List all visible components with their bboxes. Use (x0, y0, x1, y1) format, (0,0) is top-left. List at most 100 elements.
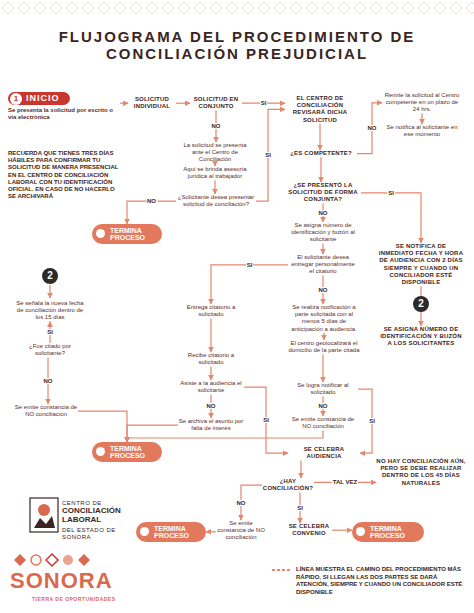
process-step: Se emite constancia de NO conciliación (288, 416, 358, 430)
heading-step: ¿SE PRESENTÓ LA SOLICITUD DE FORMA CONJU… (285, 182, 361, 204)
flow-connector (127, 430, 323, 442)
step-text: SE NOTIFICA DE INMEDIATO FECHA Y HORA DE… (378, 243, 464, 286)
edge-label: NO (318, 287, 329, 293)
process-step: Asiste a la audiencia el solicitante (178, 380, 244, 394)
process-step: ¿Solicitante desea presentar solicitud d… (176, 194, 256, 208)
flow-connector (319, 124, 320, 150)
flow-connector (320, 157, 321, 182)
process-step: Se archiva el asunto por falta de interé… (178, 418, 244, 432)
step-text: ¿Fue citado por solicitante? (18, 343, 82, 357)
callout-line (49, 285, 50, 298)
step-text: ¿HAY CONCILIACIÓN? (262, 478, 314, 492)
heading-step: NO HAY CONCILIACIÓN AÚN, PERO SE DEBE RE… (376, 458, 466, 487)
note-text: RECUERDA QUE TIENES TRES DÍAS HÁBILES PA… (8, 150, 120, 200)
edge-label: SI (296, 505, 304, 511)
flow-connector (176, 103, 190, 104)
heading-step: SE NOTIFICA DE INMEDIATO FECHA Y HORA DE… (378, 243, 464, 286)
flow-connector (214, 180, 215, 194)
step-text: Recibe citatorio a solicitado (178, 352, 244, 366)
process-step: Se asigna número de identificación y buz… (288, 222, 358, 244)
step-text: Se señala la nueva fecha de conciliación… (16, 300, 84, 322)
step-text: Se logra notificar al solicitado (288, 382, 358, 396)
edge-label: NO (211, 123, 222, 129)
process-step: ¿Fue citado por solicitante? (18, 343, 82, 357)
step-text: Entrega citatorio a solicitado (178, 304, 244, 318)
logo-text: CONCILIACIÓN LABORAL (62, 507, 132, 525)
heading-step: SOLICITUD EN CONJUNTO (190, 96, 242, 110)
heading-step: SE ASIGNA NÚMERO DE IDENTIFICACIÓN Y BUZ… (378, 326, 464, 348)
legend-entry: LÍNEA MUESTRA EL CAMINO DEL PROCEDIMIENT… (296, 566, 464, 596)
step-text: Se notifica al solicitante en ese moment… (382, 124, 462, 138)
flow-connector (127, 425, 178, 442)
step-text: Se realiza notificación a parte solicita… (286, 304, 362, 333)
legend-text: LÍNEA MUESTRA EL CAMINO DEL PROCEDIMIENT… (296, 566, 462, 595)
edge-label: SI (262, 417, 270, 423)
step-text: TERMINA PROCESO (110, 227, 156, 241)
step-text: SE ASIGNA NÚMERO DE IDENTIFICACIÓN Y BUZ… (378, 326, 464, 348)
process-step: Se notifica al solicitante en ese moment… (382, 124, 462, 138)
logo-text: CENTRO DE (62, 500, 132, 507)
step-text: SOLICITUD EN CONJUNTO (190, 96, 242, 110)
callout-number: 1 (10, 93, 22, 105)
step-text: El centro geolocalizará el domicilio de … (288, 340, 360, 354)
flow-connector (256, 109, 285, 201)
heading-step: SE CELEBRA AUDIENCIA (288, 446, 360, 460)
callout-number: 2 (413, 296, 429, 312)
end-pill: TERMINA PROCESO (92, 442, 162, 462)
step-text: ¿ES COMPETENTE? (285, 150, 357, 157)
edge-label: NO (206, 403, 217, 409)
step-body: Se presenta la solicitud por escrito o v… (8, 107, 120, 121)
flow-connector (357, 103, 382, 154)
step-text: Se asigna número de identificación y buz… (288, 222, 358, 244)
edge-label: SI (46, 329, 54, 335)
flow-connector (244, 387, 288, 453)
heading-step: SOLICITUD INDIVIDUAL (128, 96, 176, 110)
edge-label: SI (368, 418, 376, 424)
edge-label: NO (43, 378, 54, 384)
heading-step: ¿ES COMPETENTE? (285, 150, 357, 157)
logo-text: DEL ESTADO DE SONORA (62, 527, 142, 540)
sonora-icons (14, 554, 90, 566)
step-text: EL CENTRO DE CONCILIACIÓN REVISARÁ DICHA… (285, 95, 355, 124)
edge-label: NO (146, 198, 157, 204)
process-step: El centro geolocalizará el domicilio de … (288, 340, 360, 354)
process-step: Se señala la nueva fecha de conciliación… (16, 300, 84, 322)
callout-number: 2 (42, 268, 58, 284)
process-step: Entrega citatorio a solicitado (178, 304, 244, 318)
process-step: Se emite constancia de NO conciliación (14, 404, 78, 418)
edge-label: TAL VEZ (332, 479, 358, 485)
process-step: Aquí se brinda asesoría jurídica al trab… (178, 166, 252, 180)
process-step: El solicitante desea entregar personalme… (288, 254, 358, 276)
end-pill: TERMINA PROCESO (136, 522, 206, 542)
logo-emblem (30, 498, 58, 532)
legend-line-sample (272, 569, 290, 571)
step-text: Aquí se brinda asesoría jurídica al trab… (178, 166, 252, 180)
edge-label: SI (264, 152, 272, 158)
end-pill: TERMINA PROCESO (352, 522, 424, 542)
edge-label: NO (318, 403, 329, 409)
flow-connector (322, 354, 323, 382)
flow-connector (300, 460, 301, 478)
step-text: Se emite constancia de NO conciliación (14, 404, 78, 418)
flow-connector (211, 265, 288, 304)
brand-slogan: TIERRA DE OPORTUNIDADES (32, 596, 132, 602)
edge-label: NO (236, 500, 247, 506)
flow-connector (210, 318, 211, 352)
step-text: El solicitante desea entregar personalme… (288, 254, 358, 276)
edge-label: NO (318, 210, 329, 216)
flow-connector (214, 164, 215, 166)
step-text: Se emite constancia de NO conciliación (288, 416, 358, 430)
flow-connector (421, 114, 422, 124)
step-text: SE CELEBRA CONVENIO (286, 523, 332, 537)
flow-connector (78, 411, 127, 442)
step-text: ¿SE PRESENTÓ LA SOLICITUD DE FORMA CONJU… (285, 182, 361, 204)
process-step: Se emite constancia de NO conciliación (216, 520, 266, 542)
edge-label: SI (387, 190, 395, 196)
chart-title: FLUJOGRAMA DEL PROCEDIMIENTO DE CONCILIA… (30, 28, 444, 63)
step-text: NO HAY CONCILIACIÓN AÚN, PERO SE DEBE RE… (376, 458, 466, 487)
flow-connector (206, 531, 216, 532)
heading-step: EL CENTRO DE CONCILIACIÓN REVISARÁ DICHA… (285, 95, 355, 124)
step-text: Se emite constancia de NO conciliación (216, 520, 266, 542)
step-text: SE CELEBRA AUDIENCIA (288, 446, 360, 460)
flow-connector (322, 244, 323, 254)
